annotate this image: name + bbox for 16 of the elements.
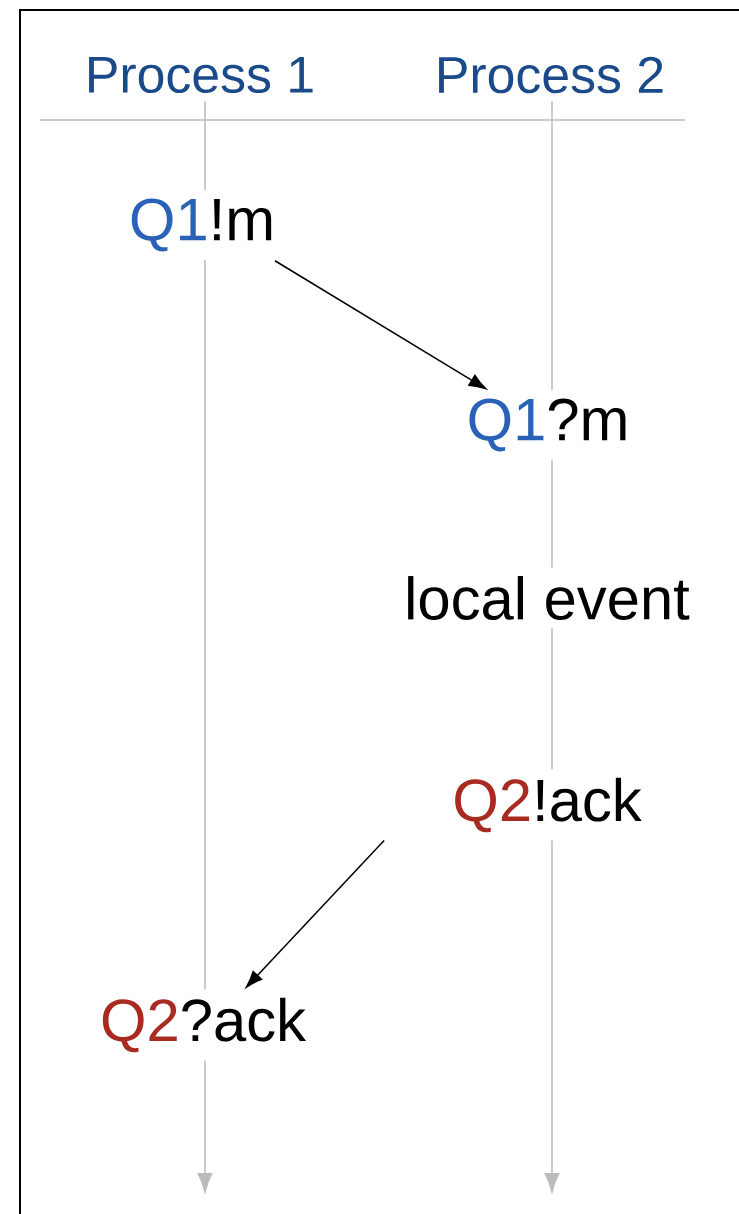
message-arrow <box>245 839 385 988</box>
lifeline-header: Process 2 <box>439 56 663 94</box>
event-label: Q2?ack <box>102 997 307 1053</box>
lifeline <box>551 627 553 771</box>
event-label: Q2!ack <box>455 777 642 833</box>
lifeline <box>197 1059 213 1193</box>
event-label: Q1?m <box>469 398 626 452</box>
lifeline-header: Process 1 <box>89 56 313 94</box>
lifeline <box>544 839 560 1193</box>
message-arrow <box>468 374 487 390</box>
lifeline <box>551 100 553 392</box>
event-label: Q1!m <box>131 198 272 252</box>
lifeline <box>204 258 206 991</box>
event-label: local event <box>408 576 690 620</box>
lifeline <box>204 100 206 192</box>
lifeline <box>551 458 553 569</box>
